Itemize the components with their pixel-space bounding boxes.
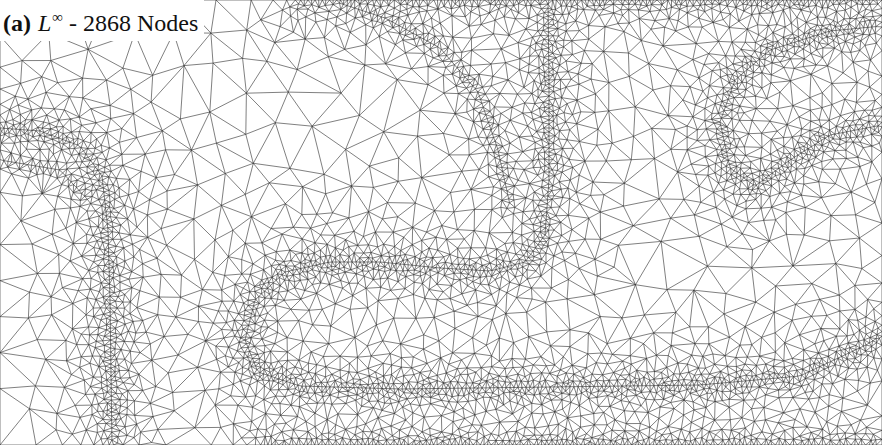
figure-label-text: (a): [3, 8, 31, 38]
figure-label-text: L: [38, 8, 51, 38]
figure-label-text: - 2868 Nodes: [69, 8, 198, 38]
figure-label: (a)L∞- 2868 Nodes: [0, 0, 204, 41]
figure-label-text: ∞: [52, 2, 63, 32]
